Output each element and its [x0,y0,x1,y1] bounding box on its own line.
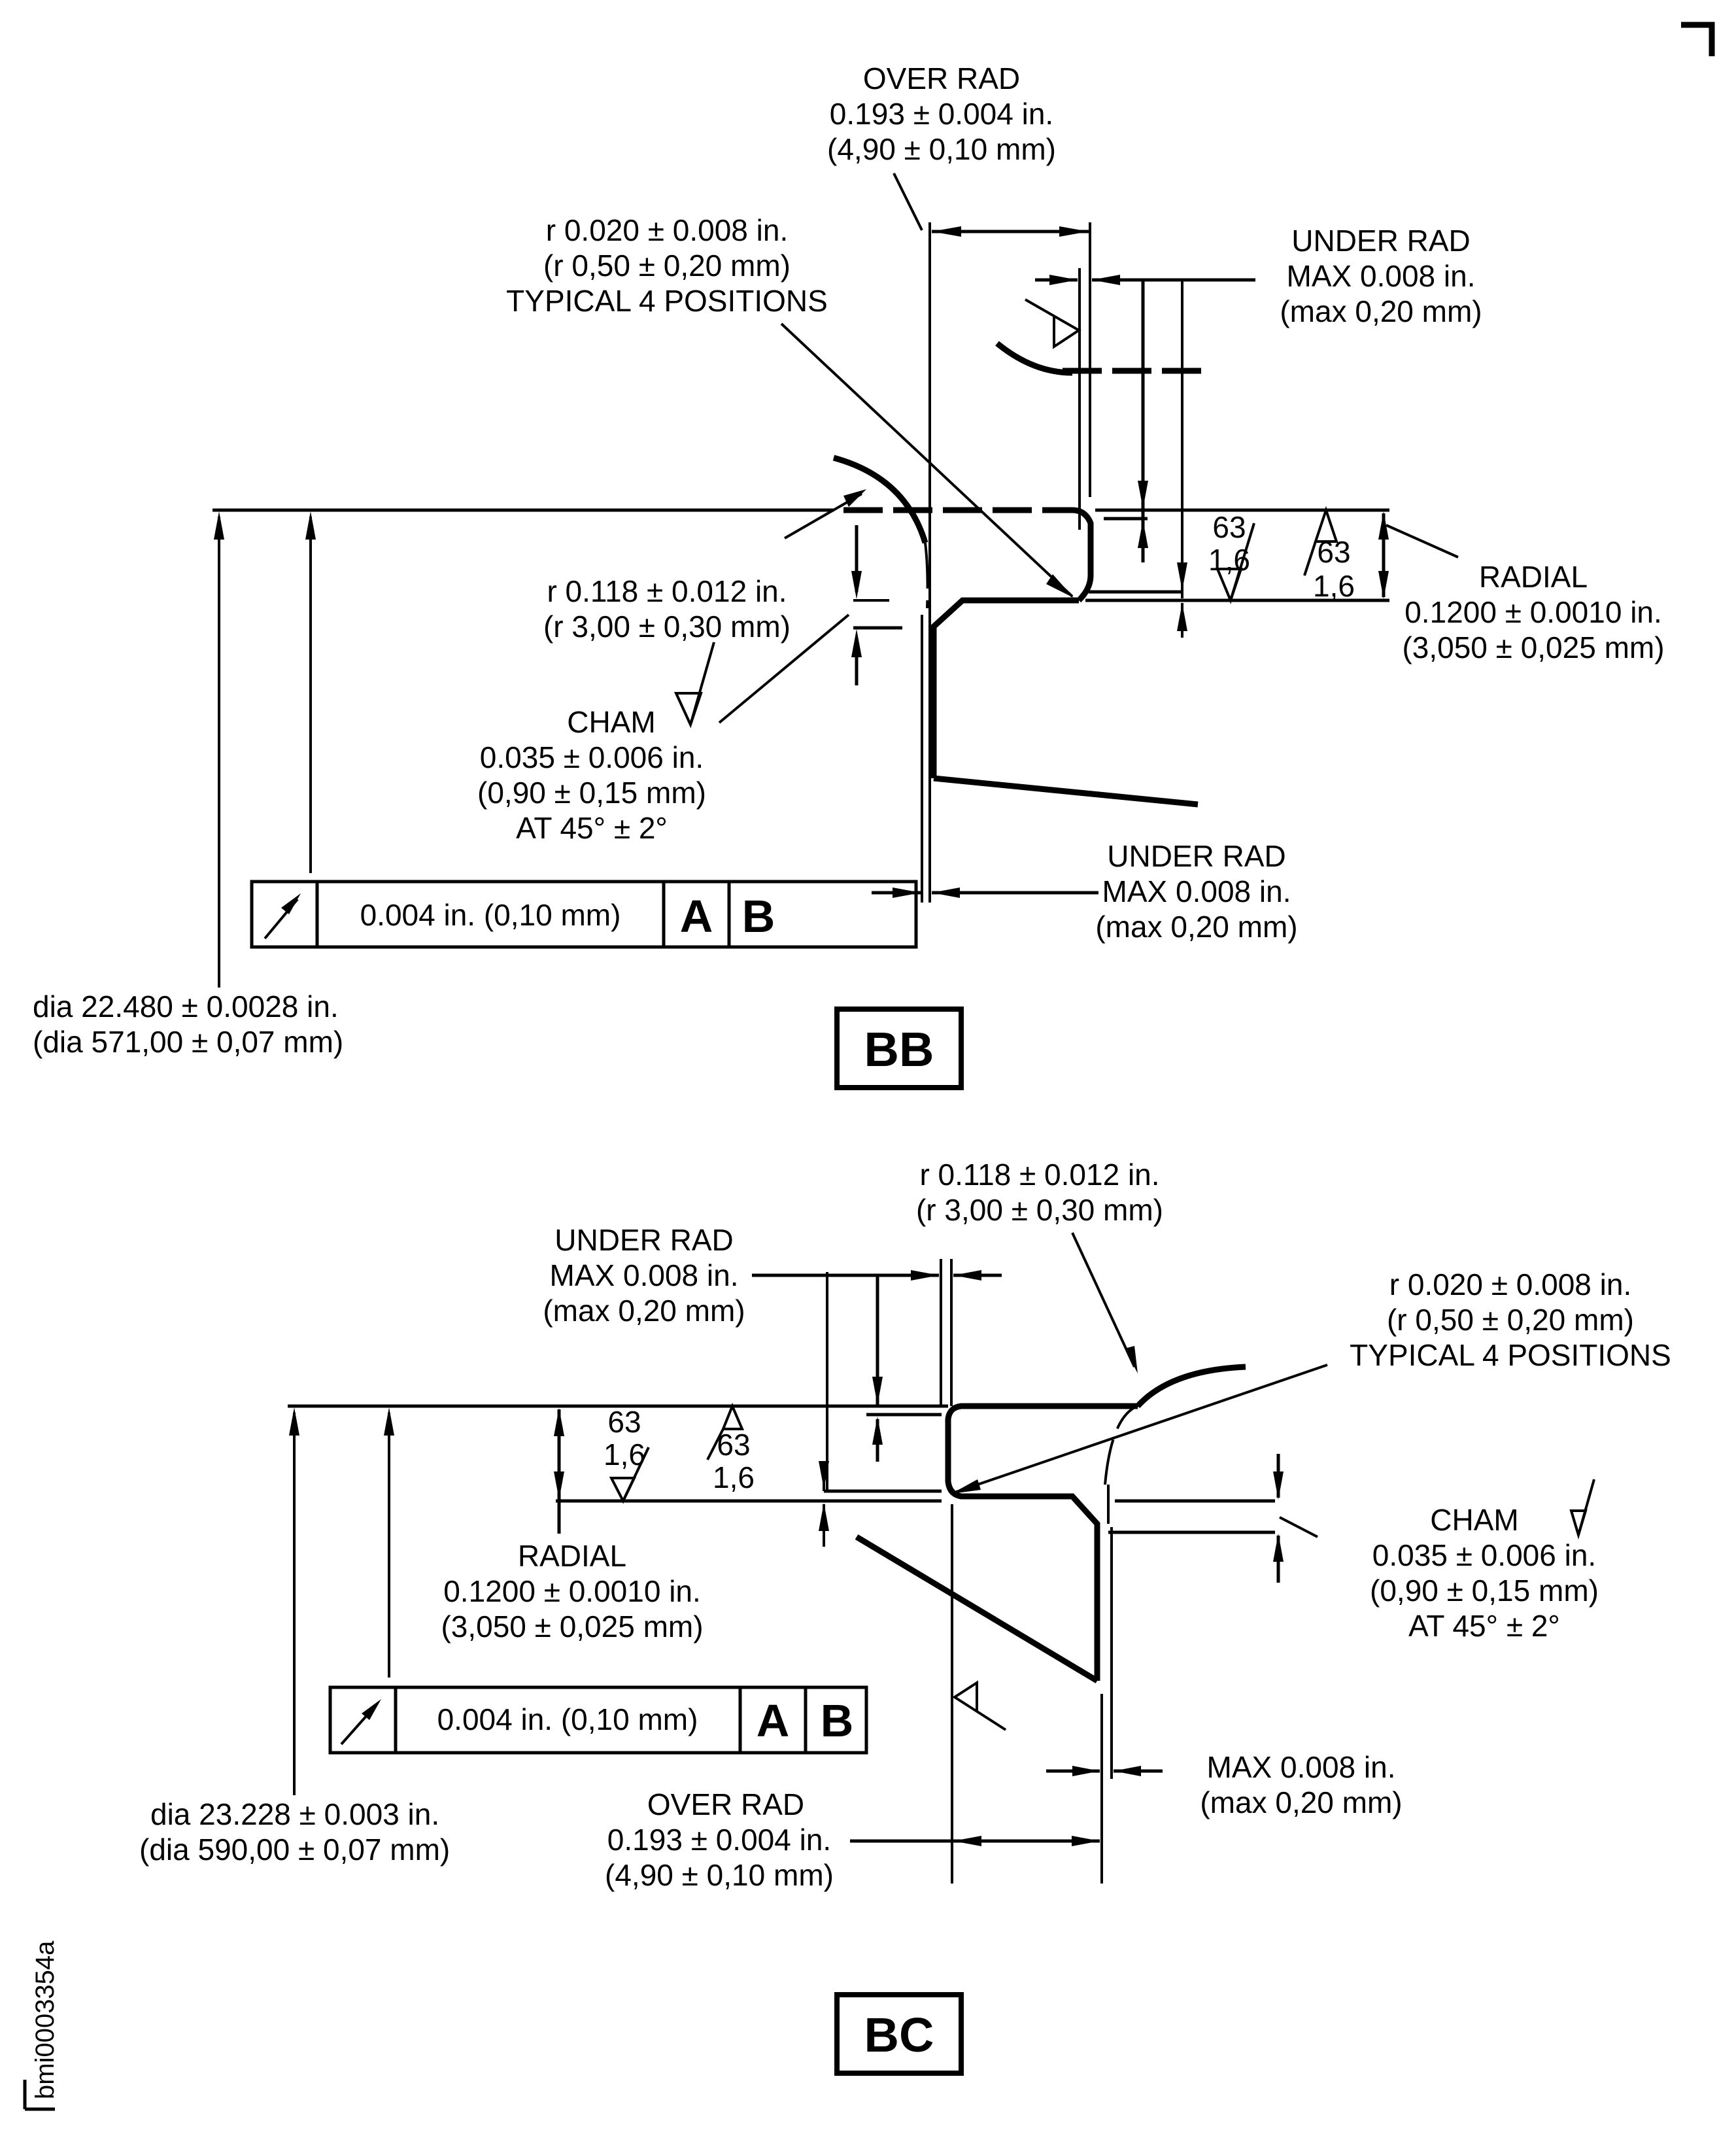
corner-radius-note-bc: TYPICAL 4 POSITIONS [1350,1338,1671,1372]
over-rad-mm-bc: (4,90 ± 0,10 mm) [605,1858,834,1892]
under-rad-bottom-title-bb: UNDER RAD [1107,839,1285,873]
under-rad-bottom-mm-bb: (max 0,20 mm) [1095,910,1297,944]
diameter-in-bc: dia 23.228 ± 0.003 in. [150,1797,439,1831]
corner-radius-leader-bc [951,1364,1328,1494]
view-label-bb: BB [864,1022,934,1076]
view-bb: OVER RAD 0.193 ± 0.004 in. (4,90 ± 0,10 … [33,61,1665,1090]
large-radius-mm-bb: (r 3,00 ± 0,30 mm) [543,610,791,644]
under-rad-top-title-bb: UNDER RAD [1291,224,1470,258]
radial-dimension-bb [1378,511,1459,599]
under-rad-top-in-bb: MAX 0.008 in. [1287,259,1476,293]
corner-radius-in-bb: r 0.020 ± 0.008 in. [546,213,789,247]
radial-title-bc: RADIAL [518,1539,626,1573]
corner-radius-note-bb: TYPICAL 4 POSITIONS [506,284,828,318]
diameter-mm-bb: (dia 571,00 ± 0,07 mm) [33,1025,343,1059]
under-rad-bottom-dimension-bb [872,887,1098,898]
corner-radius-mm-bb: (r 0,50 ± 0,20 mm) [543,249,791,283]
feature-control-frame-bb [250,880,918,949]
over-rad-dimension-bb [893,173,1089,237]
fcf-tolerance-bb: 0.004 in. (0,10 mm) [360,898,621,932]
over-rad-in-bc: 0.193 ± 0.004 in. [607,1823,831,1857]
view-label-box-bc [834,1992,964,2076]
radial-mm-bb: (3,050 ± 0,025 mm) [1402,630,1664,664]
surface-finish-1-top-bc: 63 [607,1405,641,1439]
circular-runout-icon [340,1699,381,1746]
under-rad-bottom-mm-bc: (max 0,20 mm) [1200,1785,1402,1819]
surface-finish-2-top-bc: 63 [717,1428,750,1462]
under-rad-top-title-bc: UNDER RAD [554,1223,733,1257]
under-rad-top-mm-bc: (max 0,20 mm) [543,1294,745,1328]
over-rad-in-bb: 0.193 ± 0.004 in. [830,97,1053,131]
under-rad-top-dimension-bb [1025,275,1255,638]
surface-finish-1-bottom-bc: 1,6 [604,1437,645,1471]
large-radius-in-bc: r 0.118 ± 0.012 in. [919,1158,1159,1192]
diameter-mm-bc: (dia 590,00 ± 0,07 mm) [139,1833,450,1867]
fcf-datum-b-bc: B [821,1695,854,1746]
view-label-box-bb [834,1007,964,1090]
under-rad-bottom-in-bc: MAX 0.008 in. [1207,1750,1396,1784]
under-rad-top-in-bc: MAX 0.008 in. [550,1258,739,1292]
over-rad-title-bc: OVER RAD [647,1787,804,1821]
drawing-id: bmi0003354a [31,1940,60,2099]
surface-finish-2-top-bb: 63 [1317,535,1350,569]
part-profile-bb [832,341,1203,808]
chamfer-dimension-bb [673,525,862,729]
surface-finish-symbol-1-bb [1216,523,1255,604]
circular-runout-icon [264,893,301,940]
fcf-datum-a-bc: A [757,1695,790,1746]
under-rad-top-dimension-bc [752,1270,1002,1462]
part-profile-bc [855,1364,1246,1683]
large-radius-in-bb: r 0.118 ± 0.012 in. [547,574,787,608]
corner-mark-bottom-left [23,2080,55,2111]
chamfer-in-bb: 0.035 ± 0.006 in. [480,740,704,774]
large-radius-leader-bb [784,489,866,540]
surface-finish-1-top-bb: 63 [1212,510,1246,544]
view-label-bc: BC [864,2008,934,2062]
chamfer-dimension-bc [1273,1454,1595,1583]
chamfer-title-bb: CHAM [567,705,655,739]
surface-finish-2-bottom-bc: 1,6 [713,1460,755,1494]
surface-finish-1-bottom-bb: 1,6 [1208,543,1250,577]
fcf-tolerance-bc: 0.004 in. (0,10 mm) [437,1702,698,1736]
surface-finish-symbol-2-bb [1303,506,1338,576]
under-rad-top-mm-bb: (max 0,20 mm) [1280,294,1482,328]
over-rad-title-bb: OVER RAD [863,61,1020,95]
surface-finish-2-bottom-bb: 1,6 [1313,569,1355,603]
over-rad-mm-bb: (4,90 ± 0,10 mm) [827,132,1056,166]
view-bc: r 0.118 ± 0.012 in. (r 3,00 ± 0,30 mm) U… [139,1158,1671,2076]
diameter-dimension-bb [214,511,316,988]
diameter-in-bb: dia 22.480 ± 0.0028 in. [33,990,339,1024]
fcf-datum-b-bb: B [742,891,775,942]
under-rad-bottom-dimension-bc [1046,1766,1163,1776]
chamfer-mm-bb: (0,90 ± 0,15 mm) [477,776,706,810]
radial-title-bb: RADIAL [1479,560,1588,594]
large-radius-leader-bc [1071,1232,1138,1373]
large-radius-mm-bc: (r 3,00 ± 0,30 mm) [916,1193,1163,1227]
chamfer-angle-bc: AT 45° ± 2° [1408,1609,1560,1643]
chamfer-title-bc: CHAM [1430,1503,1518,1537]
chamfer-in-bc: 0.035 ± 0.006 in. [1372,1538,1596,1572]
corner-radius-in-bc: r 0.020 ± 0.008 in. [1389,1267,1632,1301]
chamfer-mm-bc: (0,90 ± 0,15 mm) [1370,1574,1599,1608]
radial-in-bc: 0.1200 ± 0.0010 in. [443,1574,701,1608]
surface-finish-symbol-2-bc [706,1402,745,1460]
corner-radius-leader-bb [780,322,1074,598]
surface-symbol-bore-bc [952,1680,1007,1731]
over-rad-dimension-bc [850,1836,1100,1846]
diameter-dimension-bc [289,1407,394,1795]
radial-dimension-bc [554,1408,829,1547]
corner-radius-mm-bc: (r 0,50 ± 0,20 mm) [1387,1303,1634,1337]
extension-lines-bb [213,222,1389,903]
feature-control-frame-bc [328,1685,868,1755]
surface-finish-symbol-1-bc [609,1447,650,1504]
extension-lines-bc [288,1259,1275,1884]
radial-in-bb: 0.1200 ± 0.0010 in. [1404,595,1662,629]
radial-mm-bc: (3,050 ± 0,025 mm) [441,1609,703,1644]
fcf-datum-a-bb: A [680,891,713,942]
corner-mark-top-right [1681,22,1715,56]
chamfer-angle-bb: AT 45° ± 2° [516,811,668,845]
under-rad-bottom-in-bb: MAX 0.008 in. [1102,874,1291,908]
